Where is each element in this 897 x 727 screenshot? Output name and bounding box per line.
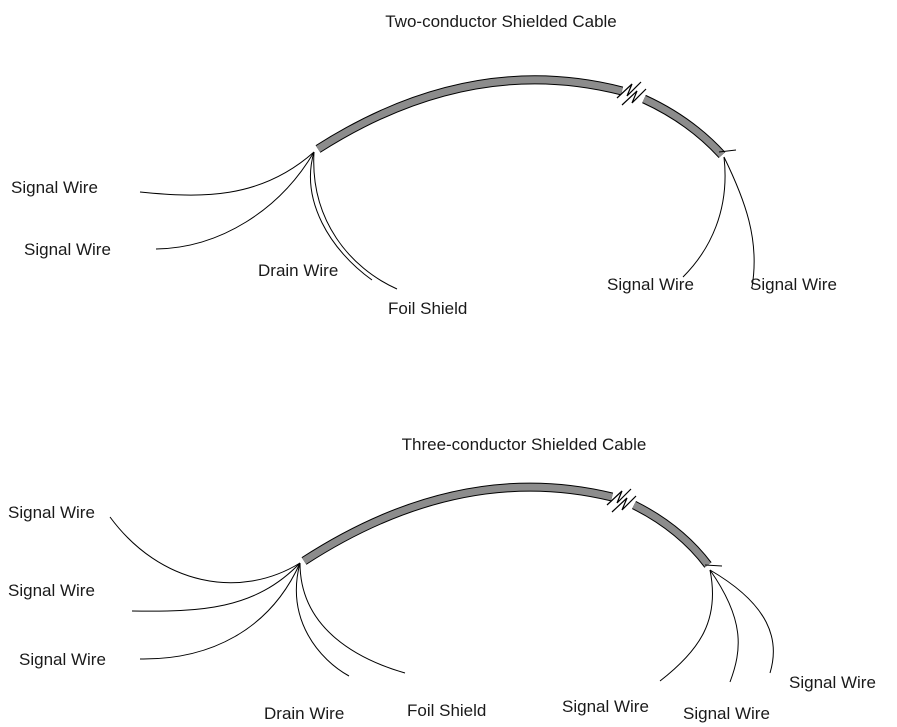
signal-wire-right-1 bbox=[659, 569, 714, 682]
cable-jacket-left bbox=[301, 482, 614, 565]
signal-wire-label: Signal Wire bbox=[683, 704, 770, 723]
signal-wire-label: Signal Wire bbox=[24, 240, 111, 259]
three-conductor-figure: Three-conductor Shielded Cable Signal Wi… bbox=[8, 435, 876, 723]
drain-wire bbox=[310, 151, 373, 281]
cable-end-tick bbox=[704, 564, 723, 567]
signal-wire-1 bbox=[109, 516, 301, 584]
signal-wire-1 bbox=[139, 151, 315, 196]
signal-wire-right-2 bbox=[709, 569, 739, 683]
cable-jacket-right bbox=[642, 94, 726, 159]
signal-wire-label: Signal Wire bbox=[8, 503, 95, 522]
two-conductor-figure: Two-conductor Shielded Cable Signal Wire… bbox=[11, 12, 837, 318]
foil-shield-wire bbox=[299, 562, 406, 674]
cable-break-symbol bbox=[616, 81, 647, 106]
foil-shield-label: Foil Shield bbox=[407, 701, 486, 720]
signal-wire-2 bbox=[155, 151, 315, 250]
signal-wire-right-3 bbox=[709, 569, 774, 674]
cable-jacket-right bbox=[631, 500, 712, 568]
cable-jacket-left bbox=[315, 75, 624, 153]
foil-shield-wire bbox=[313, 151, 398, 290]
signal-wire-2 bbox=[131, 562, 301, 612]
signal-wire-label: Signal Wire bbox=[750, 275, 837, 294]
signal-wire-label: Signal Wire bbox=[19, 650, 106, 669]
foil-shield-label: Foil Shield bbox=[388, 299, 467, 318]
cable-break-symbol bbox=[606, 488, 637, 513]
signal-wire-label: Signal Wire bbox=[607, 275, 694, 294]
three-conductor-title: Three-conductor Shielded Cable bbox=[402, 435, 647, 454]
signal-wire-label: Signal Wire bbox=[11, 178, 98, 197]
signal-wire-right-1 bbox=[682, 156, 726, 278]
signal-wire-right-2 bbox=[723, 156, 755, 288]
signal-wire-label: Signal Wire bbox=[789, 673, 876, 692]
signal-wire-3 bbox=[139, 562, 301, 660]
signal-wire-label: Signal Wire bbox=[8, 581, 95, 600]
drain-wire-label: Drain Wire bbox=[258, 261, 338, 280]
drain-wire bbox=[295, 562, 350, 677]
two-conductor-title: Two-conductor Shielded Cable bbox=[385, 12, 617, 31]
cable-end-tick bbox=[718, 149, 737, 153]
signal-wire-label: Signal Wire bbox=[562, 697, 649, 716]
drain-wire-label: Drain Wire bbox=[264, 704, 344, 723]
